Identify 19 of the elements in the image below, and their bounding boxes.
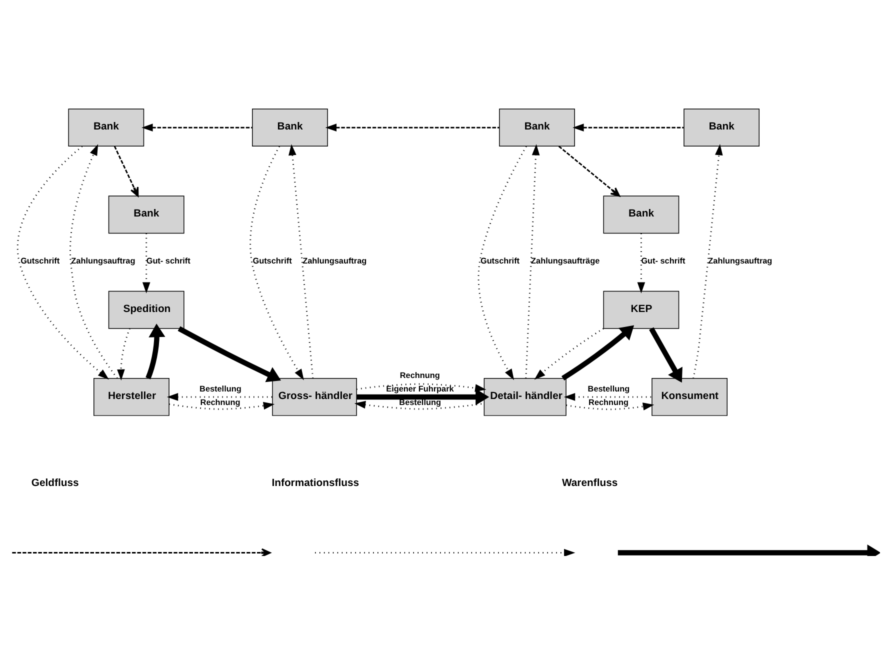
legend-label: Warenfluss: [562, 478, 618, 489]
edge-label: Gutschrift: [20, 256, 60, 266]
edge-label: Zahlungsauftrag: [302, 256, 367, 266]
edge-label: Zahlungsauftrag: [71, 256, 136, 266]
edge-label: Gutschrift: [480, 256, 520, 266]
edge-label: Gut- schrift: [146, 256, 190, 266]
edge-label: Rechnung: [400, 370, 440, 380]
edge-label: Rechnung: [200, 398, 240, 406]
legend-label: Geldfluss: [31, 478, 79, 489]
edge-label: Bestellung: [200, 384, 242, 394]
edge-label: Gutschrift: [252, 256, 292, 266]
edge-label: Gut- schrift: [641, 256, 686, 266]
legend-label: Informationsfluss: [272, 478, 360, 489]
edge-label: Zahlungsauftrag: [708, 256, 772, 266]
edge-label: Zahlungsaufträge: [531, 256, 600, 266]
edge-label: Eigener Fuhrpark: [386, 384, 454, 394]
edge-label: Bestellung: [588, 384, 630, 394]
edge-label: Rechnung: [588, 398, 629, 406]
edge-label: Bestellung: [399, 398, 441, 406]
